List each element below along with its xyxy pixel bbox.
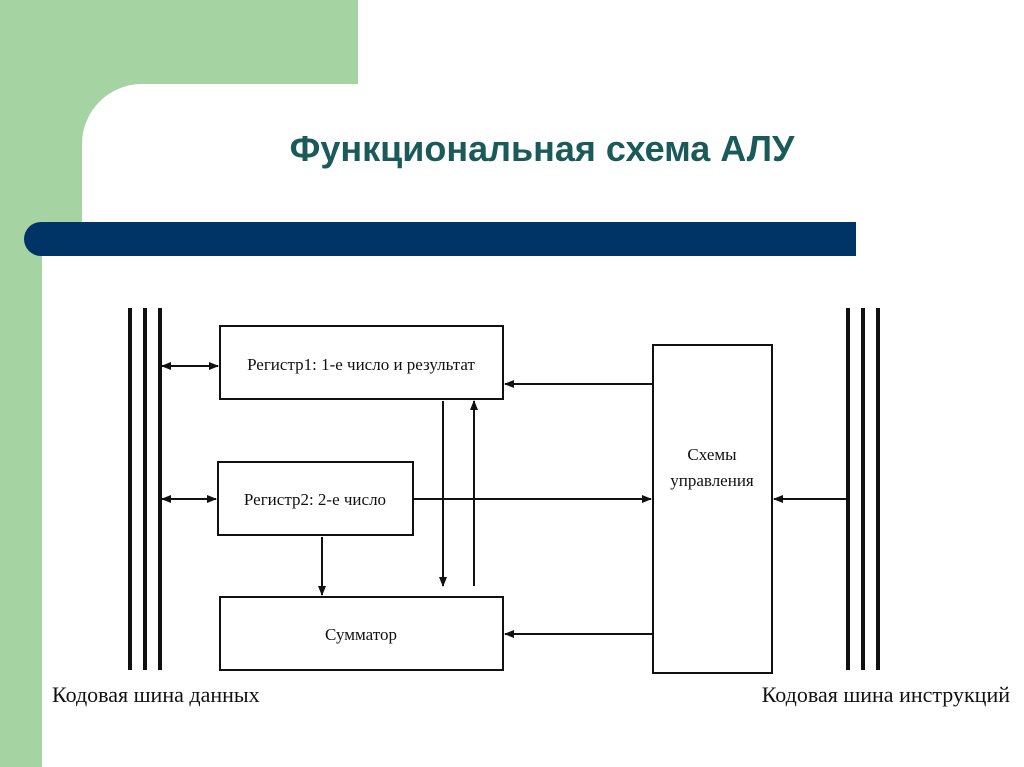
adder-label: Сумматор [325,625,397,644]
instruction-bus-label: Кодовая шина инструкций [762,682,1011,707]
control-label-line2: управления [670,471,754,490]
data-bus-lines [128,308,162,670]
register2-label: Регистр2: 2-е число [244,490,386,509]
adder-box [219,596,504,671]
register1-label: Регистр1: 1-е число и результат [247,355,475,374]
title-underline-bar [24,222,856,256]
slide-title: Функциональная схема АЛУ [289,128,795,169]
control-circuits-box [652,344,773,674]
instruction-bus-lines [846,308,880,670]
diagram-arrows [161,362,846,638]
slide-background-lower [42,256,1024,767]
data-bus-label: Кодовая шина данных [52,682,260,707]
control-label-line1: Схемы [687,445,737,464]
register1-box [219,325,504,400]
green-left-strip [0,256,42,767]
slide-background-top [358,0,1024,84]
